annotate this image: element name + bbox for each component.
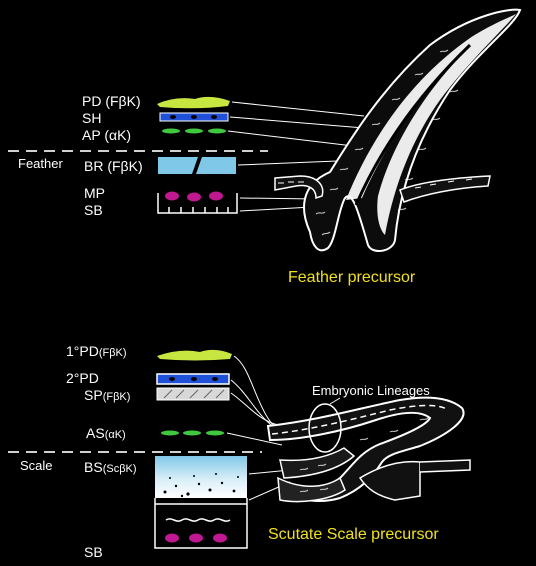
feather-basal-layer [157, 193, 238, 214]
feather-barb-cell-1 [158, 157, 198, 174]
scale-section: 1°PD(FβK) 2°PD SP(FβK) AS(αK) BS(ScβK) S… [8, 343, 471, 560]
embryonic-lineages-label: Embryonic Lineages [312, 383, 430, 398]
label-sb: SB [84, 202, 103, 218]
label-sh: SH [82, 110, 101, 126]
scale-beta-speckle [163, 473, 239, 498]
label-mp: MP [84, 185, 105, 201]
label-2pd: 2°PD [66, 370, 99, 386]
scale-melanocytes [165, 533, 227, 543]
scale-caption: Scutate Scale precursor [268, 526, 439, 543]
label-as: AS(αK) [86, 425, 126, 441]
label-ap: AP (αK) [82, 127, 131, 143]
scale-as-cells [161, 430, 224, 436]
feather-section: PD (FβK) SH AP (αK) BR (FβK) MP SB Feath… [8, 8, 522, 286]
label-sb-scale: SB [84, 544, 103, 560]
label-bs: BS(ScβK) [84, 459, 137, 475]
label-1pd: 1°PD(FβK) [66, 343, 127, 359]
label-pd: PD (FβK) [82, 93, 141, 109]
feather-ap-cells [162, 128, 226, 134]
scale-precursor-drawing [266, 396, 471, 503]
scale-periderm-cell [157, 349, 232, 361]
embryonic-lineages-marker [308, 403, 342, 453]
feather-section-label: Feather [18, 156, 63, 171]
label-br: BR (FβK) [84, 158, 143, 174]
feather-melanocytes [165, 191, 223, 202]
scale-section-label: Scale [20, 458, 53, 473]
scale-beta-layer [155, 456, 247, 498]
scale-basal-layer [154, 498, 248, 549]
feather-barb-cell-2 [196, 157, 236, 174]
label-sp: SP(FβK) [84, 387, 130, 403]
feather-periderm-cell [157, 96, 230, 109]
feather-caption: Feather precursor [288, 269, 416, 286]
feather-follicle-drawing [274, 8, 522, 252]
